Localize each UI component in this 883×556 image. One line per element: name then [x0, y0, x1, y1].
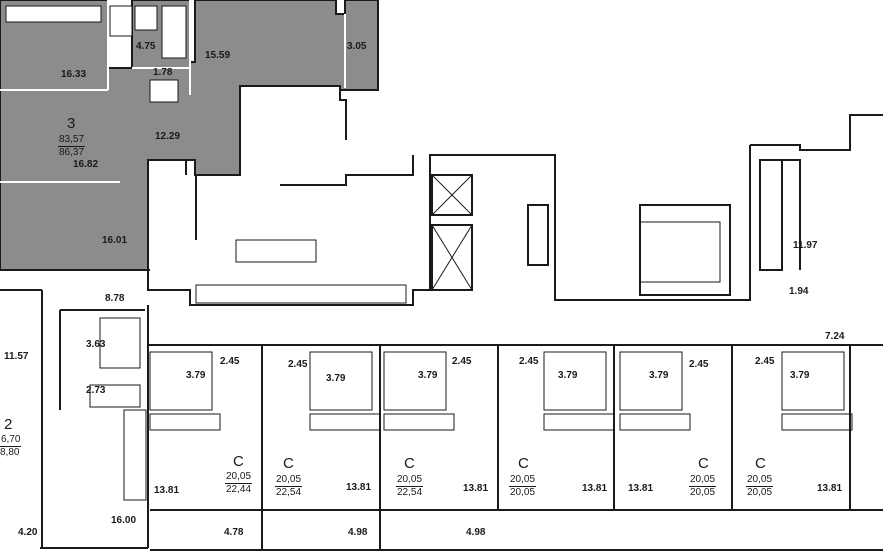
studio-6-area-balcony: 20,05	[747, 486, 773, 498]
studio-6-hall: 2.45	[755, 356, 775, 367]
studio-1-balcony: 4.78	[224, 527, 244, 538]
studio-6-room: 13.81	[817, 483, 843, 494]
room-area-1600: 16.00	[111, 515, 137, 526]
studio-3-balcony: 4.98	[466, 527, 486, 538]
left-apartment-fixtures	[89, 317, 147, 501]
studio-5-room: 13.81	[628, 483, 654, 494]
studio-2-balcony: 4.98	[348, 527, 368, 538]
apartment-3-area: 83,57 86,37	[58, 134, 86, 158]
studio-4-area-balcony: 20,05	[510, 486, 536, 498]
stairs	[195, 221, 721, 304]
room-area-right-room: 11.97	[793, 240, 818, 251]
studio-2-hall: 2.45	[288, 359, 308, 370]
apartment-3-inner-walls	[0, 0, 346, 183]
room-area-a-hall: 12.29	[155, 131, 181, 142]
studio-3-bath: 3.79	[418, 370, 438, 381]
studio-1-hall: 2.45	[220, 356, 240, 367]
studio-4-area-total: 20,05	[509, 474, 537, 487]
studio-4-bath: 3.79	[558, 370, 578, 381]
studio-walls	[261, 345, 851, 550]
studio-6-area: 20,05 20,05	[746, 474, 774, 498]
studio-3-area-balcony: 22,54	[397, 486, 423, 498]
apartment-2-area: 6,70 8,80	[0, 434, 22, 458]
studio-3-hall: 2.45	[452, 356, 472, 367]
studio-1-bath: 3.79	[186, 370, 206, 381]
studio-5-hall: 2.45	[689, 359, 709, 370]
studio-1-room: 13.81	[154, 485, 180, 496]
room-area-a-room1: 16.33	[61, 69, 87, 80]
studio-1-area: 20,05 22,44	[225, 471, 253, 495]
studio-4-type: C	[518, 455, 529, 472]
studio-2-area-total: 20,05	[275, 474, 303, 487]
apartment-2-area-balcony: 8,80	[0, 446, 20, 458]
studio-6-area-total: 20,05	[746, 474, 774, 487]
room-area-hall-878: 8.78	[105, 293, 125, 304]
studio-3-area-total: 20,05	[396, 474, 424, 487]
studio-4-area: 20,05 20,05	[509, 474, 537, 498]
studio-2-area-balcony: 22,54	[276, 486, 302, 498]
studio-3-room: 13.81	[463, 483, 489, 494]
studio-4-room: 13.81	[582, 483, 608, 494]
apartment-3-highlight[interactable]	[0, 0, 379, 271]
apartment-2-rooms: 2	[4, 416, 13, 433]
studio-5-area-total: 20,05	[689, 474, 717, 487]
room-area-a-bath: 4.75	[136, 41, 156, 52]
studio-5-type: C	[698, 455, 709, 472]
kitchenettes	[149, 413, 853, 431]
studio-6-bath: 3.79	[790, 370, 810, 381]
room-area-wc-273: 2.73	[86, 385, 106, 396]
studio-2-bath: 3.79	[326, 373, 346, 384]
apartment-3-area-balcony: 86,37	[59, 146, 85, 158]
apartment-3-area-total: 83,57	[58, 134, 86, 147]
studio-4-hall: 2.45	[519, 356, 539, 367]
studio-3-type: C	[404, 455, 415, 472]
studio-1-area-balcony: 22,44	[226, 483, 252, 495]
studio-2-room: 13.81	[346, 482, 372, 493]
studio-3-area: 20,05 22,54	[396, 474, 424, 498]
room-area-a-balcony: 3.05	[347, 41, 367, 52]
studio-bathrooms	[149, 351, 845, 411]
studio-2-area: 20,05 22,54	[275, 474, 303, 498]
room-area-bath-363: 3.63	[86, 339, 106, 350]
room-area-a-room2: 15.59	[205, 50, 231, 61]
studio-1-area-total: 20,05	[225, 471, 253, 484]
room-area-a-kitchen: 16.82	[73, 159, 99, 170]
studio-1-type: C	[233, 453, 244, 470]
room-area-a-wc: 1.78	[153, 67, 173, 78]
elevators	[431, 174, 473, 291]
room-area-right-hall: 7.24	[825, 331, 845, 342]
room-area-1157: 11.57	[4, 351, 29, 362]
studio-2-type: C	[283, 455, 294, 472]
studio-5-bath: 3.79	[649, 370, 669, 381]
room-area-right-wc: 1.94	[789, 286, 809, 297]
apartment-3-fixtures	[5, 5, 187, 103]
room-area-a-room3: 16.01	[102, 235, 128, 246]
studio-5-area-balcony: 20,05	[690, 486, 716, 498]
studio-6-type: C	[755, 455, 766, 472]
apartment-3-rooms: 3	[67, 115, 76, 132]
room-area-balcony-420: 4.20	[18, 527, 38, 538]
apartment-2-area-total: 6,70	[0, 434, 22, 447]
studio-5-area: 20,05 20,05	[689, 474, 717, 498]
